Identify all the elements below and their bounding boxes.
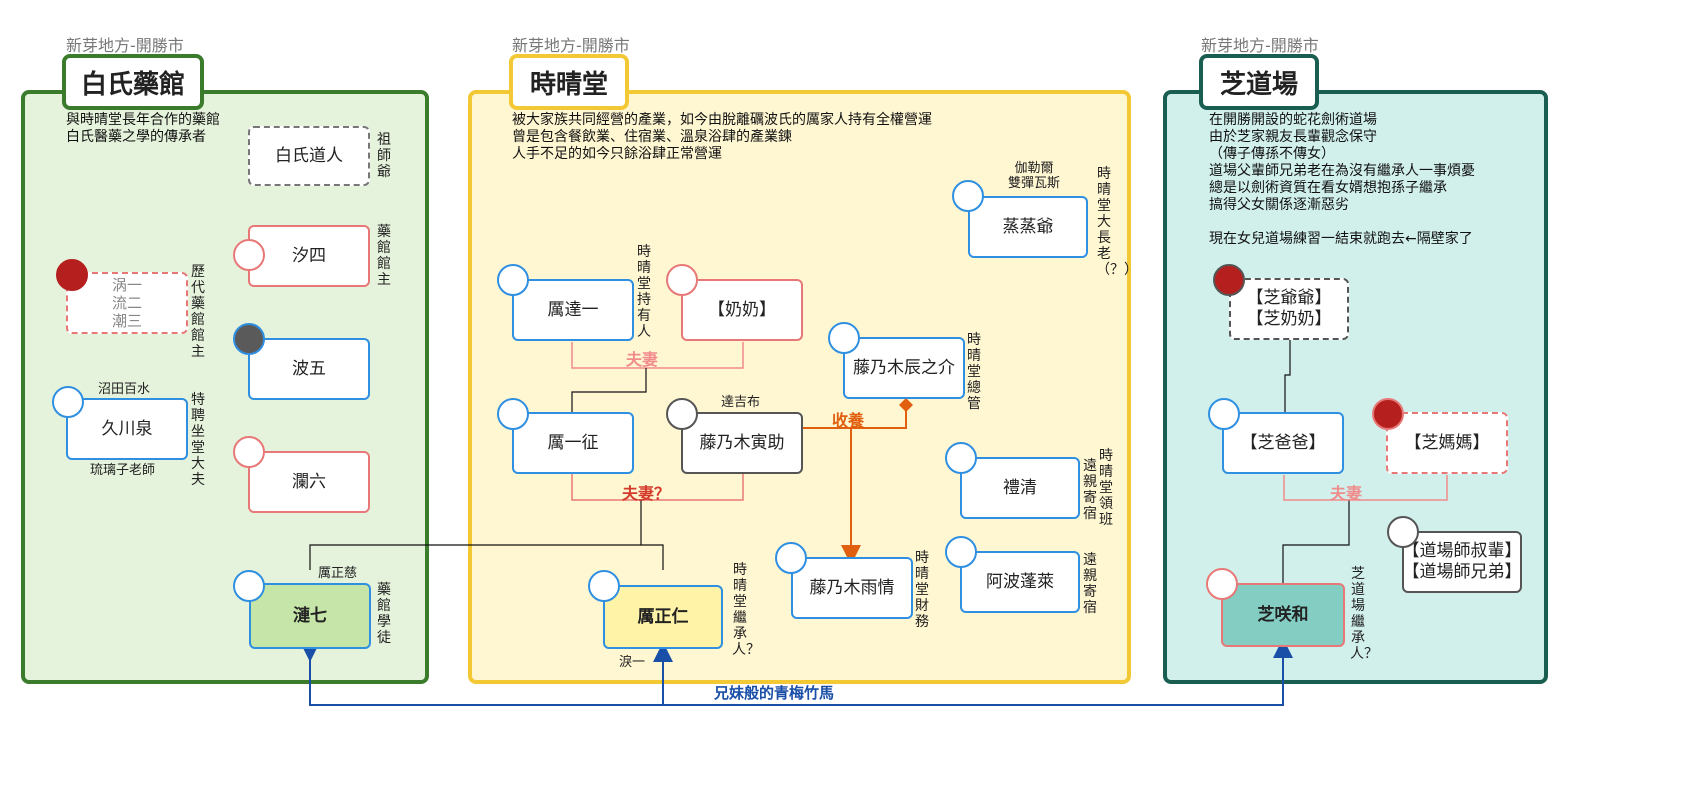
left-title: 白氏藥館 bbox=[62, 54, 204, 110]
jiuchuan-role: 特聘坐堂大夫 bbox=[191, 392, 205, 488]
child-line-2 bbox=[640, 500, 664, 570]
node-yuqing[interactable]: 藤乃木雨情 bbox=[791, 557, 913, 619]
yinzhu-avatar bbox=[666, 398, 698, 430]
node-mom[interactable]: 【芝媽媽】 bbox=[1386, 412, 1508, 474]
lizhengren-role: 時晴堂繼承人？ bbox=[732, 562, 760, 658]
node-dad[interactable]: 【芝爸爸】 bbox=[1222, 412, 1344, 474]
node-jiuchuan[interactable]: 久川泉 bbox=[66, 398, 188, 460]
dojo-child-line bbox=[1282, 500, 1350, 588]
jiuchuan-avatar bbox=[52, 386, 84, 418]
mom-avatar bbox=[1372, 398, 1404, 430]
chenzhijie-avatar bbox=[828, 322, 860, 354]
lida-role: 時晴堂持有人 bbox=[637, 244, 651, 340]
bowu-avatar bbox=[233, 323, 265, 355]
adopt-label: 收養 bbox=[832, 411, 865, 430]
abo-avatar bbox=[945, 536, 977, 568]
node-liqing[interactable]: 禮清 bbox=[960, 457, 1080, 519]
node-lizhengren[interactable]: 厲正仁 bbox=[603, 585, 723, 649]
couple-label-2: 夫妻？ bbox=[622, 484, 671, 503]
middle-description: 被大家族共同經營的產業，如今由脫離礪波氏的厲家人持有全權營運 曾是包含餐飲業、住… bbox=[512, 112, 932, 162]
left-region-label: 新芽地方-開勝市 bbox=[66, 36, 184, 55]
xiehe-avatar bbox=[1206, 568, 1238, 600]
node-bai-daoren[interactable]: 白氏道人 bbox=[248, 126, 370, 186]
right-description: 在開勝開設的蛇花劍術道場 由於芝家親友長輩觀念保守 （傳子傳孫不傳女） 道場父輩… bbox=[1209, 112, 1475, 247]
wo-avatar bbox=[56, 259, 88, 291]
yuqing-avatar bbox=[775, 542, 807, 574]
lizhengren-avatar bbox=[588, 570, 620, 602]
dojo-couple-label: 夫妻 bbox=[1330, 484, 1363, 503]
lianqi-role: 藥館學徒 bbox=[377, 582, 391, 646]
node-zhengzheng[interactable]: 蒸蒸爺 bbox=[968, 196, 1088, 258]
zhengzheng-avatar bbox=[952, 180, 984, 212]
right-region-label: 新芽地方-開勝市 bbox=[1201, 36, 1319, 55]
abo-role: 遠親寄宿 bbox=[1083, 552, 1097, 616]
couple-line-1 bbox=[571, 342, 744, 369]
couple-line-2 bbox=[571, 474, 744, 501]
node-xisi[interactable]: 汐四 bbox=[248, 225, 370, 287]
yinzhu-alias: 達吉布 bbox=[721, 395, 761, 410]
grandparents-avatar bbox=[1213, 264, 1245, 296]
liqing-role: 時晴堂領班 bbox=[1099, 448, 1113, 528]
left-description: 與時晴堂長年合作的藥館 白氏醫藥之學的傳承者 bbox=[66, 112, 220, 145]
node-liyizheng[interactable]: 厲一征 bbox=[512, 412, 634, 474]
dojo-couple-line bbox=[1283, 475, 1448, 501]
bai-role: 祖師爺 bbox=[377, 132, 391, 180]
grand-to-dad-line bbox=[1284, 340, 1291, 425]
right-title: 芝道場 bbox=[1199, 54, 1319, 110]
node-grandparents[interactable]: 【芝爺爺】 【芝奶奶】 bbox=[1229, 278, 1349, 340]
lizhengren-alias: 淚一 bbox=[619, 655, 646, 670]
node-lanliu[interactable]: 瀾六 bbox=[248, 451, 370, 513]
liqing-relation: 遠親寄宿 bbox=[1083, 458, 1097, 522]
chenzhijie-role: 時晴堂總管 bbox=[967, 332, 981, 412]
lianqi-avatar bbox=[233, 570, 265, 602]
node-wo-liu-chao[interactable]: 涡一 流二 潮三 bbox=[66, 272, 188, 334]
xiehe-role: 芝道場繼承人？ bbox=[1350, 566, 1378, 662]
jiuchuan-alias-bottom: 琉璃子老師 bbox=[90, 463, 156, 478]
uncles-avatar bbox=[1387, 516, 1419, 548]
liyizheng-avatar bbox=[497, 398, 529, 430]
node-chenzhijie[interactable]: 藤乃木辰之介 bbox=[843, 337, 965, 399]
node-yinzhu[interactable]: 藤乃木寅助 bbox=[681, 412, 803, 474]
liqing-avatar bbox=[945, 442, 977, 474]
node-lianqi[interactable]: 漣七 bbox=[249, 583, 371, 649]
dad-avatar bbox=[1208, 398, 1240, 430]
adopt-diamond bbox=[899, 398, 913, 412]
lianqi-alias-top: 厲正慈 bbox=[318, 566, 358, 581]
xisi-avatar bbox=[233, 239, 265, 271]
middle-region-label: 新芽地方-開勝市 bbox=[512, 36, 630, 55]
friends-link-line bbox=[300, 638, 1293, 706]
jiuchuan-alias-top: 沼田百水 bbox=[98, 382, 151, 397]
node-xiehe[interactable]: 芝咲和 bbox=[1221, 583, 1345, 647]
node-abo[interactable]: 阿波蓬萊 bbox=[960, 551, 1080, 613]
xisi-role: 藥館館主 bbox=[377, 224, 391, 288]
node-bowu[interactable]: 波五 bbox=[248, 338, 370, 400]
nainai-avatar bbox=[666, 264, 698, 296]
lanliu-avatar bbox=[233, 436, 265, 468]
wo-role: 歷代藥館館主 bbox=[191, 264, 205, 360]
yuqing-role: 時晴堂財務 bbox=[915, 550, 929, 630]
couple-label-1: 夫妻 bbox=[626, 350, 659, 369]
friends-link-label: 兄妹般的青梅竹馬 bbox=[714, 684, 835, 702]
lida-avatar bbox=[497, 264, 529, 296]
node-uncles[interactable]: 【道場師叔輩】 【道場師兄弟】 bbox=[1402, 531, 1522, 593]
sibling-line bbox=[309, 544, 641, 570]
middle-title: 時晴堂 bbox=[509, 54, 629, 110]
zhengzheng-role: 時晴堂大長老（？） bbox=[1096, 166, 1138, 278]
child-line-1 bbox=[571, 368, 647, 413]
zhengzheng-alias: 伽勒爾 雙彈瓦斯 bbox=[1008, 161, 1061, 191]
node-nainai[interactable]: 【奶奶】 bbox=[681, 279, 803, 341]
node-lida[interactable]: 厲達一 bbox=[512, 279, 634, 341]
